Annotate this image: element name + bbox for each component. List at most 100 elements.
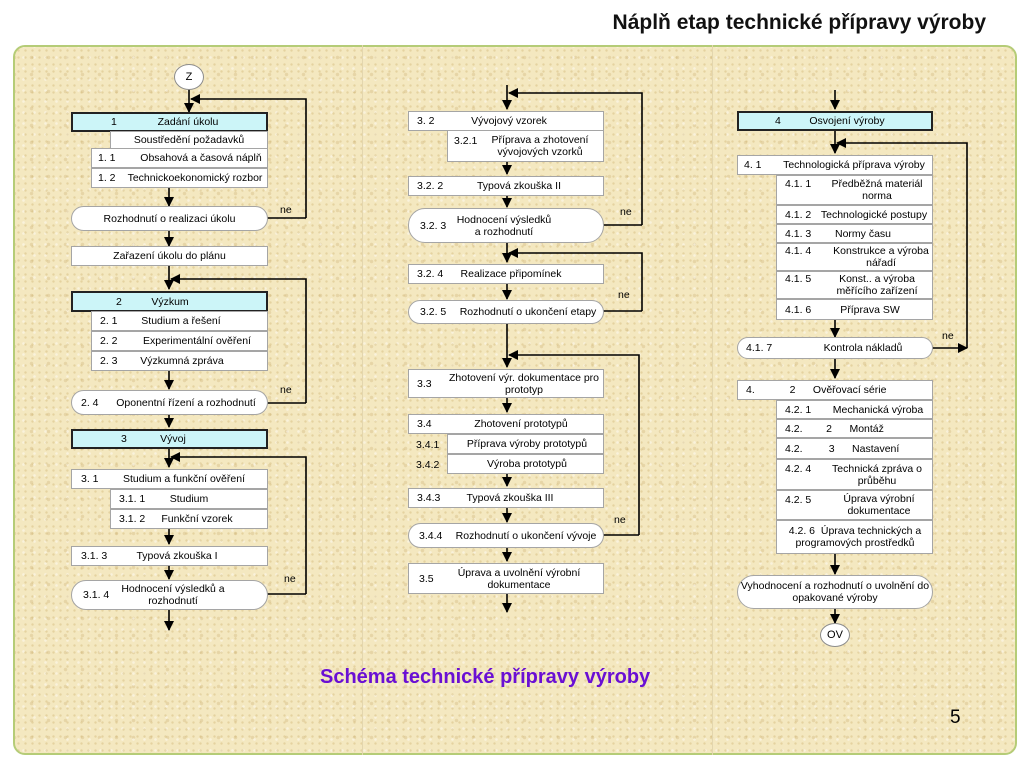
step-number: 3.2.1 <box>454 135 478 147</box>
step-number: 4.1. 1 <box>785 178 812 190</box>
step-3-1: 3. 1 Studium a funkční ověření <box>71 469 268 489</box>
step-number: 4.2. <box>785 422 803 435</box>
step-4-2-2: 4.2. 2 Montáž <box>776 419 933 438</box>
step-4-2-3: 4.2. 3 Nastavení <box>776 438 933 459</box>
step-number: 3.1. 4 <box>83 589 110 601</box>
step-text: 2 Montáž <box>826 422 884 435</box>
column-divider <box>712 45 713 755</box>
step-3-1-2: 3.1. 2 Funkční vzorek <box>110 509 268 529</box>
step-number: 3 <box>121 433 127 445</box>
step-number: 4.1. 2 <box>785 208 812 221</box>
step-text: Typová zkouška I <box>136 550 218 562</box>
step-number: 3.1. 2 <box>119 513 146 525</box>
step-number: 3. 1 <box>81 473 99 485</box>
step-text: Obsahová a časová náplň <box>140 152 262 164</box>
step-text: Technologické postupy <box>820 208 928 221</box>
step-text: Hodnocení výsledků a rozhodnutí <box>456 213 552 238</box>
step-4-1-5: 4.1. 5 Konst.. a výroba měřícího zařízen… <box>776 271 933 299</box>
step-number: 2. 4 <box>81 396 99 409</box>
step-text: Typová zkouška II <box>476 180 562 192</box>
step-3-4-1: Příprava výroby prototypů <box>447 434 604 454</box>
step-3-4-2: Výroba prototypů <box>447 454 604 474</box>
step-text: Osvojení výroby <box>809 115 885 127</box>
step-number: 3.5 <box>419 572 434 585</box>
step-number: 4.1. 7 <box>746 342 773 354</box>
step-text: Konstrukce a výroba nářadí <box>833 245 929 269</box>
step-number: 3.1. 1 <box>119 493 146 505</box>
step-text: Realizace připomínek <box>460 268 562 280</box>
step-text: Úprava výrobní dokumentace <box>843 493 915 517</box>
stage-4-osvojeni-vyroby: 4 Osvojení výroby <box>737 111 933 131</box>
step-4-2: 4. 2 Ověřovací série <box>737 380 933 400</box>
step-2-1: 2. 1 Studium a řešení <box>91 311 268 331</box>
step-number: 4.1. 5 <box>785 273 812 285</box>
step-text: Studium a funkční ověření <box>123 473 245 485</box>
step-text: Výzkumná zpráva <box>140 355 224 367</box>
step-number: 3.4.1 <box>416 439 440 451</box>
step-3-2-4: 3.2. 4 Realizace připomínek <box>408 264 604 284</box>
step-number: 3.2. 2 <box>417 180 444 192</box>
diagram-caption: Schéma technické přípravy výroby <box>320 666 651 688</box>
step-3-1-3: 3.1. 3 Typová zkouška I <box>71 546 268 566</box>
step-text: Rozhodnutí o ukončení etapy <box>459 306 597 318</box>
step-3-2: 3. 2 Vývojový vzorek <box>408 111 604 131</box>
stage-1-zadani-ukolu: 1 Zadání úkolu <box>71 112 268 132</box>
step-text: Zadání úkolu <box>157 116 219 128</box>
step-number: 4.1. 3 <box>785 227 812 240</box>
step-text: Úprava technických a programových prostř… <box>795 525 922 549</box>
page-number: 5 <box>950 707 961 728</box>
step-text: Výroba prototypů <box>487 458 567 470</box>
step-number: 3.4.3 <box>417 492 441 504</box>
step-text: Vývojový vzorek <box>471 115 547 127</box>
step-text: Studium a řešení <box>141 315 221 327</box>
decision-oponentni-rizeni: 2. 4 Oponentní řízení a rozhodnutí <box>71 390 268 415</box>
no-label: ne <box>942 330 954 342</box>
no-label: ne <box>284 573 296 585</box>
end-node: OV <box>820 623 850 647</box>
step-text: Technická zpráva o průběhu <box>832 462 922 487</box>
step-4-2-1: 4.2. 1 Mechanická výroba <box>776 400 933 419</box>
step-4-1-4: 4.1. 4 Konstrukce a výroba nářadí <box>776 243 933 271</box>
step-text: Výzkum <box>151 295 189 308</box>
step-text: Vyhodnocení a rozhodnutí o uvolnění do o… <box>740 580 930 604</box>
step-text: Příprava výroby prototypů <box>466 438 588 450</box>
step-text: 2 Ověřovací série <box>789 384 887 396</box>
step-4-1-2: 4.1. 2 Technologické postupy <box>776 205 933 224</box>
step-text: Technologická příprava výroby <box>783 159 925 171</box>
step-soustredeni-pozadavku: Soustředění požadavků <box>110 131 268 149</box>
step-text: Funkční vzorek <box>161 513 233 525</box>
slide-title: Náplň etap technické přípravy výroby <box>612 11 986 34</box>
step-text: Technickoekonomický rozbor <box>127 172 263 184</box>
step-text: Rozhodnutí o realizaci úkolu <box>103 212 236 225</box>
step-number: 4. <box>746 384 755 396</box>
step-number: 3.3 <box>417 377 432 390</box>
step-number: 3.4.2 <box>416 459 440 471</box>
step-text: Kontrola nákladů <box>823 342 903 354</box>
step-text: Soustředění požadavků <box>133 134 245 146</box>
decision-3-2-5: 3.2. 5 Rozhodnutí o ukončení etapy <box>408 300 604 324</box>
decision-3-4-4: 3.4.4 Rozhodnutí o ukončení vývoje <box>408 523 604 548</box>
decision-uvolneni-do-vyroby: Vyhodnocení a rozhodnutí o uvolnění do o… <box>737 575 933 609</box>
step-number: 4.2. 5 <box>785 494 812 506</box>
start-node: Z <box>174 64 204 90</box>
decision-4-1-7: 4.1. 7 Kontrola nákladů <box>737 337 933 359</box>
step-number: 1. 1 <box>98 152 116 164</box>
step-text: Hodnocení výsledků a rozhodnutí <box>121 583 225 607</box>
step-number: 4.2. 4 <box>785 463 812 475</box>
step-1-2: 1. 2 Technickoekonomický rozbor <box>91 168 268 188</box>
step-1-1: 1. 1 Obsahová a časová náplň <box>91 148 268 168</box>
step-number: 2. 3 <box>100 355 118 367</box>
step-4-1-3: 4.1. 3 Normy času <box>776 224 933 243</box>
step-text: Typová zkouška III <box>466 492 554 504</box>
step-4-2-4: 4.2. 4 Technická zpráva o průběhu <box>776 459 933 490</box>
step-3-3: 3.3 Zhotovení výr. dokumentace pro proto… <box>408 369 604 398</box>
step-number: 3. 2 <box>417 115 435 127</box>
step-text: Studium <box>169 493 209 505</box>
step-text: Experimentální ověření <box>143 335 251 347</box>
no-label: ne <box>620 206 632 218</box>
step-text: Normy času <box>834 227 891 240</box>
step-3-2-1: 3.2.1 Příprava a zhotovení vývojových vz… <box>447 130 604 162</box>
step-3-5: 3.5 Úprava a uvolnění výrobní dokumentac… <box>408 563 604 594</box>
step-4-2-5: 4.2. 5 Úprava výrobní dokumentace <box>776 490 933 520</box>
